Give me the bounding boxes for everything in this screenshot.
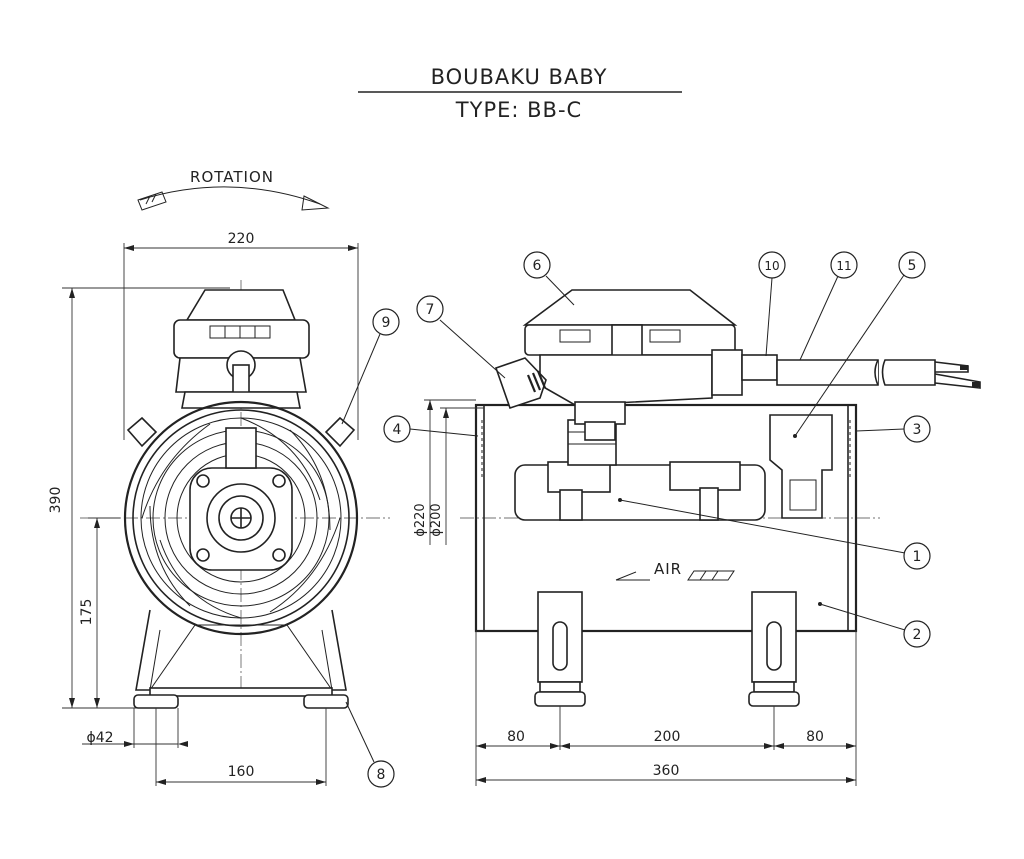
airflow-label: AIR <box>654 560 682 578</box>
dim-200: 200 <box>654 729 681 745</box>
foot-span-dimension: 160 <box>228 764 255 780</box>
dim-80-right: 80 <box>806 729 824 745</box>
front-left-foot <box>133 694 179 709</box>
width-dimension: 220 <box>228 231 255 247</box>
side-cable-gland <box>494 357 547 410</box>
dim-360: 360 <box>653 763 680 779</box>
title-name: BOUBAKU BABY <box>431 65 608 89</box>
balloon-7 <box>416 295 444 323</box>
side-view: AIR ϕ220 ϕ200 80 200 80 36 <box>413 289 981 786</box>
side-junction-box <box>522 289 738 326</box>
side-guard <box>769 414 833 519</box>
dim-80-left: 80 <box>507 729 525 745</box>
balloon-11 <box>830 251 858 279</box>
balloon-4-label: 4 <box>393 422 402 438</box>
side-right-bracket <box>751 591 797 683</box>
side-duct-body <box>474 403 858 633</box>
title-type: TYPE: BB-C <box>455 98 582 122</box>
front-left-lug <box>126 416 158 448</box>
balloon-2-label: 2 <box>913 627 922 643</box>
balloon-9-label: 9 <box>382 315 391 331</box>
balloon-5 <box>898 251 926 279</box>
balloon-8-label: 8 <box>377 767 386 783</box>
balloon-10 <box>758 251 786 279</box>
balloon-2 <box>903 620 931 648</box>
foot-dia-dimension: ϕ42 <box>86 730 113 746</box>
front-junction-box <box>185 289 297 321</box>
balloon-4 <box>383 415 411 443</box>
inner-dia-dimension: ϕ200 <box>429 503 444 536</box>
balloon-3 <box>903 415 931 443</box>
balloon-10-label: 10 <box>764 259 779 273</box>
rotation-arrow <box>139 186 321 205</box>
balloon-6-label: 6 <box>533 258 542 274</box>
balloon-1-label: 1 <box>913 549 922 565</box>
balloon-11-label: 11 <box>836 259 851 273</box>
front-right-foot <box>303 694 349 709</box>
front-right-lug <box>324 416 356 448</box>
front-view: ROTATION 220 390 175 <box>48 168 390 786</box>
balloon-7-label: 7 <box>426 302 435 318</box>
balloon-8 <box>367 760 395 788</box>
front-casing-outer <box>123 400 359 636</box>
balloon-5-label: 5 <box>908 258 917 274</box>
side-left-bracket <box>537 591 583 683</box>
side-cable <box>776 359 879 386</box>
balloon-3-label: 3 <box>913 422 922 438</box>
side-terminal-clamp <box>741 354 778 381</box>
rotation-label: ROTATION <box>190 168 274 186</box>
balloon-6 <box>523 251 551 279</box>
balloon-9 <box>372 308 400 336</box>
outer-dia-dimension: ϕ220 <box>413 503 428 536</box>
part-balloons: 1 2 3 4 5 6 7 8 9 <box>341 251 931 788</box>
balloon-1 <box>903 542 931 570</box>
center-height-dimension: 175 <box>79 599 95 626</box>
title-block: BOUBAKU BABY TYPE: BB-C <box>358 65 682 122</box>
height-dimension: 390 <box>48 487 64 514</box>
